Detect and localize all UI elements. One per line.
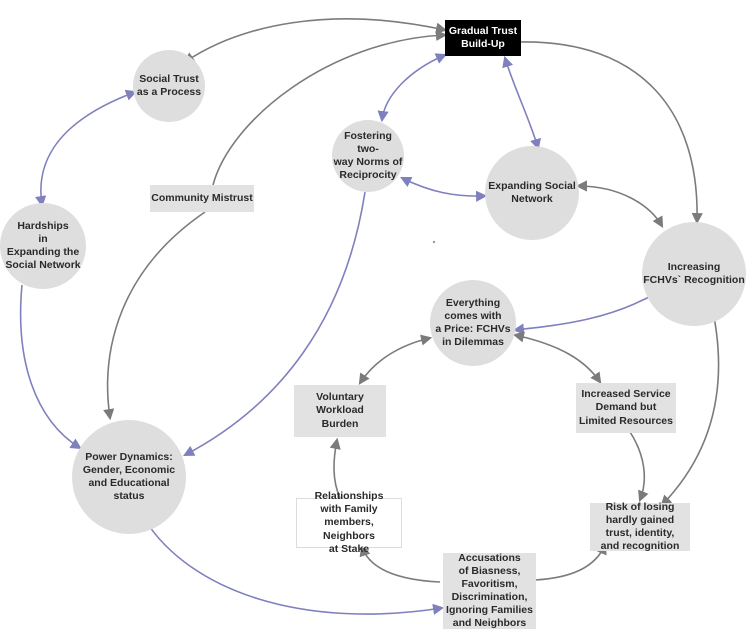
arrow-fostering-network xyxy=(399,176,488,202)
arrow-accusations-risk xyxy=(534,542,607,581)
arrow-fostering-power xyxy=(183,191,366,457)
node-gradual-trust-label: Gradual Trust Build-Up xyxy=(448,24,518,50)
node-power-dynamics-label: Power Dynamics: Gender, Economic and Edu… xyxy=(82,450,176,503)
node-gradual-trust: Gradual Trust Build-Up xyxy=(445,20,521,56)
node-increased-service: Increased Service Demand but Limited Res… xyxy=(576,383,676,433)
node-increasing-recognition-label: Increasing FCHVs` Recognition xyxy=(643,260,745,286)
node-risk-losing: Risk of losing hardly gained trust, iden… xyxy=(590,500,690,553)
node-fostering-label: Fostering two- way Norms of Reciprocity xyxy=(333,129,403,182)
node-everything-price: Everything comes with a Price: FCHVs in … xyxy=(430,280,516,366)
arrow-hardships-power xyxy=(19,284,82,450)
arrow-accusations-relationships xyxy=(359,544,441,583)
arrow-trust-network xyxy=(502,55,541,151)
node-social-trust: Social Trust as a Process xyxy=(133,50,205,122)
arrow-mistrust-trust xyxy=(212,29,448,186)
node-accusations: Accusations of Biasness, Favoritism, Dis… xyxy=(443,551,536,630)
node-accusations-label: Accusations of Biasness, Favoritism, Dis… xyxy=(446,551,533,630)
arrow-price-workload xyxy=(358,334,433,385)
arrow-recognition-price xyxy=(512,291,659,335)
node-fostering: Fostering two- way Norms of Reciprocity xyxy=(332,120,404,192)
center-dot xyxy=(432,240,436,244)
node-increasing-recognition: Increasing FCHVs` Recognition xyxy=(642,222,746,326)
node-relationships-label: Relationships with Family members, Neigh… xyxy=(314,490,384,555)
node-expanding-network-label: Expanding Social Network xyxy=(488,179,576,205)
node-expanding-network: Expanding Social Network xyxy=(485,146,579,240)
node-everything-price-label: Everything comes with a Price: FCHVs in … xyxy=(435,296,511,349)
arrow-trust-recognition xyxy=(519,41,703,225)
arrow-network-recognition xyxy=(575,180,664,228)
arrow-trust-fostering xyxy=(377,53,448,123)
node-relationships: Relationships with Family members, Neigh… xyxy=(296,490,402,555)
node-voluntary-workload: Voluntary Workload Burden xyxy=(294,385,386,437)
arrow-social-hardships xyxy=(35,89,138,208)
node-community-mistrust-label: Community Mistrust xyxy=(151,191,253,204)
node-community-mistrust: Community Mistrust xyxy=(150,185,254,212)
arrow-trust-social xyxy=(183,18,448,64)
node-voluntary-workload-label: Voluntary Workload Burden xyxy=(316,391,364,430)
node-power-dynamics: Power Dynamics: Gender, Economic and Edu… xyxy=(72,420,186,534)
node-social-trust-label: Social Trust as a Process xyxy=(136,72,202,98)
node-hardships-label: Hardships in Expanding the Social Networ… xyxy=(5,219,81,272)
arrow-power-accusations xyxy=(144,519,445,615)
node-risk-losing-label: Risk of losing hardly gained trust, iden… xyxy=(600,500,680,553)
node-hardships: Hardships in Expanding the Social Networ… xyxy=(0,203,86,289)
arrow-service-risk xyxy=(629,431,649,503)
arrow-recognition-risk xyxy=(660,297,720,507)
arrow-price-service xyxy=(512,331,602,384)
arrow-mistrust-power xyxy=(103,211,206,421)
node-increased-service-label: Increased Service Demand but Limited Res… xyxy=(579,388,673,427)
arrow-relationships-workload xyxy=(329,437,341,499)
